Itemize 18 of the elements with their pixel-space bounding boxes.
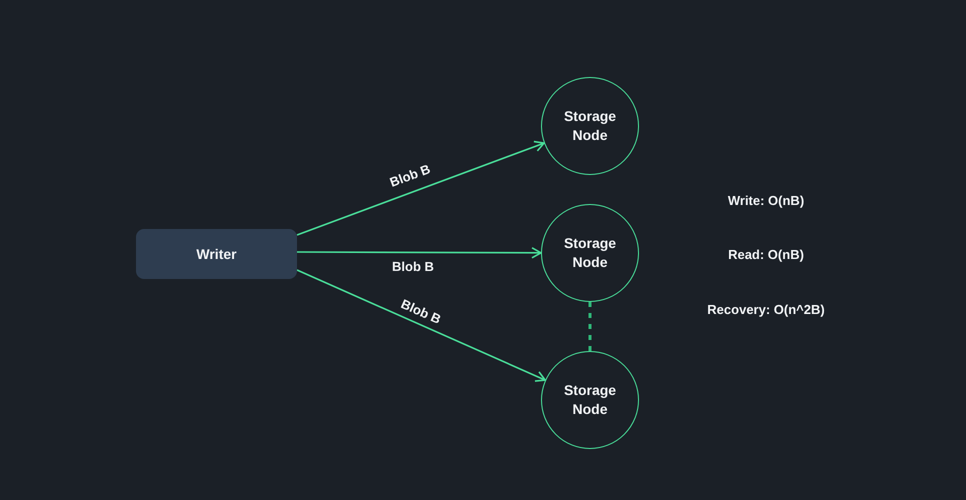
storage-circle [541, 351, 639, 449]
storage-circle [541, 204, 639, 302]
complexity-note: Recovery: O(n^2B) [706, 302, 826, 317]
node-label: Storage Node [562, 107, 618, 145]
edge-label: Blob B [386, 160, 433, 192]
edge-label: Blob B [398, 295, 444, 330]
process-box [136, 229, 297, 279]
node-label: Storage Node [562, 381, 618, 419]
storage-circle [541, 77, 639, 175]
edge-label: Blob B [390, 259, 435, 275]
arrow [296, 269, 546, 382]
node-label: Storage Node [562, 234, 618, 272]
arrow [297, 247, 542, 259]
node-label: Writer [196, 246, 237, 262]
complexity-note: Read: O(nB) [727, 247, 805, 262]
complexity-note: Write: O(nB) [726, 193, 806, 208]
arrow [296, 140, 545, 236]
dashed-connector [588, 302, 592, 351]
